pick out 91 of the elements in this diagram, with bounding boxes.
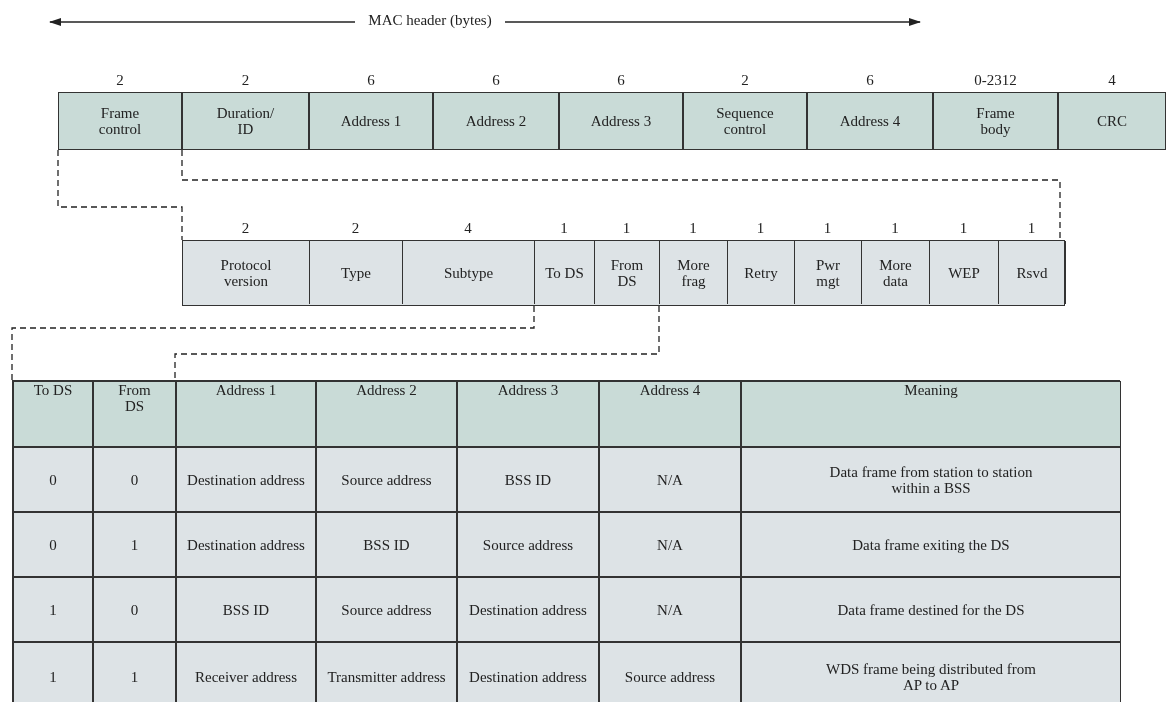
subfield-row — [182, 240, 1065, 306]
table-cell: N/A — [599, 512, 741, 577]
byte-count: 6 — [491, 72, 501, 89]
byte-count: 1 — [688, 220, 698, 237]
table-cell: 0 — [13, 512, 93, 577]
field-label: Pwr mgt — [814, 256, 842, 289]
field-label: Frame control — [97, 105, 143, 137]
field-label: Sequence control — [715, 105, 775, 137]
field-label: More data — [878, 256, 913, 289]
field-label: To DS — [544, 264, 585, 281]
table-cell: Data frame destined for the DS — [741, 577, 1121, 642]
byte-count: 4 — [463, 220, 473, 237]
byte-count: 1 — [890, 220, 900, 237]
table-cell: Source address — [316, 577, 457, 642]
field-label: Frame body — [975, 105, 1016, 137]
byte-count: 1 — [559, 220, 569, 237]
connector-line — [11, 305, 535, 381]
table-cell: Destination address — [176, 512, 316, 577]
field-box — [683, 92, 807, 150]
field-label: More frag — [676, 256, 711, 289]
field-label: Rsvd — [1015, 264, 1049, 281]
table-cell: WDS frame being distributed from AP to AP — [741, 642, 1121, 702]
table-cell: 0 — [13, 447, 93, 512]
table-cell: N/A — [599, 577, 741, 642]
table-cell: Destination address — [176, 447, 316, 512]
field-box — [933, 92, 1058, 150]
table-cell: 1 — [13, 642, 93, 702]
field-label: Type — [340, 264, 372, 281]
byte-count: 2 — [115, 72, 125, 89]
table-cell: 0 — [93, 577, 176, 642]
table-cell: Data frame from station to station within a BSS — [741, 447, 1121, 512]
dimension-label: MAC header (bytes) — [367, 12, 493, 29]
byte-count: 6 — [616, 72, 626, 89]
field-box — [182, 92, 309, 150]
byte-count: 2 — [240, 72, 251, 89]
table-cell: BSS ID — [316, 512, 457, 577]
field-label: From DS — [609, 256, 645, 289]
byte-count: 2 — [240, 220, 251, 237]
column-header: Meaning — [741, 381, 1121, 447]
byte-count: 0-2312 — [973, 72, 1018, 89]
byte-count: 6 — [366, 72, 376, 89]
table-cell: 1 — [93, 512, 176, 577]
connector-line — [174, 305, 660, 381]
field-label: Address 3 — [589, 113, 653, 129]
byte-count: 1 — [621, 220, 632, 237]
table-cell: 1 — [13, 577, 93, 642]
byte-count: 1 — [822, 220, 833, 237]
table-cell: Source address — [457, 512, 599, 577]
table-cell: Source address — [599, 642, 741, 702]
byte-count: 4 — [1107, 72, 1117, 89]
table-cell: Destination address — [457, 577, 599, 642]
connector-line — [57, 149, 183, 241]
byte-count: 1 — [1026, 220, 1037, 237]
byte-count: 2 — [350, 220, 361, 237]
field-box — [309, 92, 433, 150]
table-cell: Receiver address — [176, 642, 316, 702]
column-header: Address 1 — [176, 381, 316, 447]
column-header: To DS — [13, 381, 93, 447]
field-label: Duration/ ID — [215, 105, 276, 137]
table-cell: Data frame exiting the DS — [741, 512, 1121, 577]
byte-count: 6 — [865, 72, 875, 89]
field-label: Address 4 — [838, 113, 902, 129]
table-cell: BSS ID — [457, 447, 599, 512]
field-label: Address 2 — [464, 113, 528, 129]
table-cell: Transmitter address — [316, 642, 457, 702]
field-box — [58, 92, 182, 150]
field-label: CRC — [1096, 113, 1128, 129]
field-label: Protocol version — [219, 256, 273, 289]
field-label: Subtype — [442, 264, 495, 281]
field-box — [807, 92, 933, 150]
table-cell: Source address — [316, 447, 457, 512]
byte-count: 1 — [958, 220, 969, 237]
column-header: From DS — [93, 381, 176, 447]
connector-line — [181, 149, 1061, 241]
table-cell: 0 — [93, 447, 176, 512]
field-box — [1058, 92, 1166, 150]
field-label: WEP — [947, 264, 981, 281]
column-header: Address 3 — [457, 381, 599, 447]
table-frame — [12, 380, 1120, 702]
table-cell: Destination address — [457, 642, 599, 702]
table-cell: BSS ID — [176, 577, 316, 642]
field-label: Retry — [743, 264, 779, 281]
column-header: Address 4 — [599, 381, 741, 447]
table-cell: 1 — [93, 642, 176, 702]
table-cell: N/A — [599, 447, 741, 512]
field-box — [433, 92, 559, 150]
column-header: Address 2 — [316, 381, 457, 447]
byte-count: 1 — [755, 220, 766, 237]
field-box — [559, 92, 683, 150]
field-label: Address 1 — [339, 113, 403, 129]
byte-count: 2 — [740, 72, 750, 89]
